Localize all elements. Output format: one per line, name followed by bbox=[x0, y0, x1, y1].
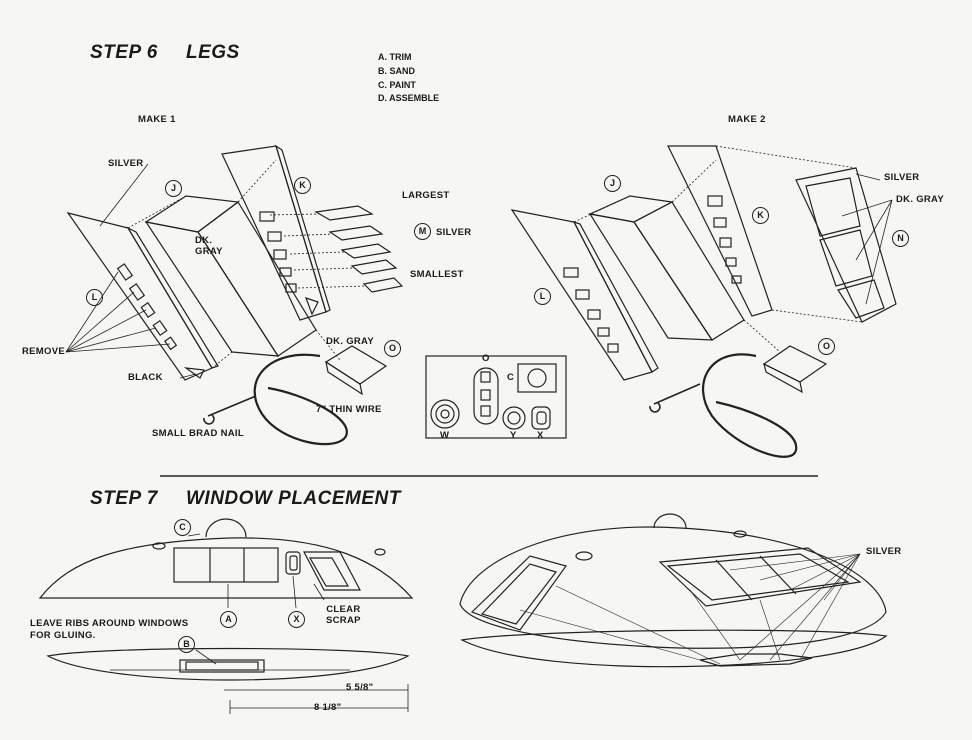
clear-scrap-label: CLEAR SCRAP bbox=[326, 604, 361, 626]
smallest-label: SMALLEST bbox=[410, 269, 464, 280]
parts-sprue bbox=[425, 355, 567, 439]
part-a-marker: A bbox=[220, 611, 237, 628]
largest-label: LARGEST bbox=[402, 190, 450, 201]
part-b-marker: B bbox=[178, 636, 195, 653]
brad-nail-left bbox=[203, 395, 257, 425]
saucer-perspective-view bbox=[459, 513, 888, 668]
dk-gray-label-panel: DK. GRAY bbox=[195, 235, 223, 257]
step7-title: WINDOW PLACEMENT bbox=[186, 488, 401, 509]
part-n-marker: N bbox=[892, 230, 909, 247]
make2-label: MAKE 2 bbox=[728, 114, 766, 125]
remove-label: REMOVE bbox=[22, 346, 65, 357]
dimension-8-1-8: 8 1/8" bbox=[314, 702, 342, 713]
leg-assembly-right bbox=[510, 145, 897, 458]
part-x-marker: X bbox=[288, 611, 305, 628]
dimension-5-5-8: 5 5/8" bbox=[346, 682, 374, 693]
leader-lines-left bbox=[65, 163, 197, 379]
thin-wire-left bbox=[253, 353, 348, 446]
saucer-side-view bbox=[38, 518, 414, 714]
part-o-marker-left: O bbox=[384, 340, 401, 357]
make1-label: MAKE 1 bbox=[138, 114, 176, 125]
part-l-marker-right: L bbox=[534, 288, 551, 305]
silver-label-step7: SILVER bbox=[866, 546, 902, 557]
key-item-assemble: D. ASSEMBLE bbox=[378, 93, 440, 103]
sprue-y-label: Y bbox=[510, 430, 517, 441]
part-j-marker-right: J bbox=[604, 175, 621, 192]
part-k-marker-right: K bbox=[752, 207, 769, 224]
assembly-guide-lines-left bbox=[127, 159, 367, 369]
sprue-w-label: W bbox=[440, 430, 450, 441]
step6-number: STEP 6 bbox=[90, 42, 158, 63]
key-item-paint: C. PAINT bbox=[378, 80, 416, 90]
sprue-x-label: X bbox=[537, 430, 544, 441]
dk-gray-block-label: DK. GRAY bbox=[326, 336, 374, 347]
part-m-marker: M bbox=[414, 223, 431, 240]
silver-label-left: SILVER bbox=[108, 158, 144, 169]
silver-plates-m bbox=[314, 205, 404, 293]
part-j-marker-left: J bbox=[165, 180, 182, 197]
sprue-c-label: C bbox=[507, 372, 515, 383]
part-l-marker-left: L bbox=[86, 289, 103, 306]
part-c-marker: C bbox=[174, 519, 191, 536]
black-label: BLACK bbox=[128, 372, 163, 383]
key-item-trim: A. TRIM bbox=[378, 52, 412, 62]
key-item-sand: B. SAND bbox=[378, 66, 416, 76]
step7-number: STEP 7 bbox=[90, 488, 158, 509]
leg-panel-k-left bbox=[221, 144, 331, 321]
dk-gray-label-right: DK. GRAY bbox=[896, 194, 944, 205]
sprue-o-label: O bbox=[482, 353, 490, 364]
silver-label-right: SILVER bbox=[884, 172, 920, 183]
thin-wire-label: 7" THIN WIRE bbox=[316, 404, 382, 415]
m-silver-label: SILVER bbox=[436, 227, 472, 238]
dark-gray-block-o-left bbox=[324, 345, 388, 396]
step6-title: LEGS bbox=[186, 42, 240, 63]
leave-ribs-label: LEAVE RIBS AROUND WINDOWS FOR GLUING. bbox=[30, 618, 189, 641]
part-o-marker-right: O bbox=[818, 338, 835, 355]
part-k-marker-left: K bbox=[294, 177, 311, 194]
brad-nail-label: SMALL BRAD NAIL bbox=[152, 428, 244, 439]
